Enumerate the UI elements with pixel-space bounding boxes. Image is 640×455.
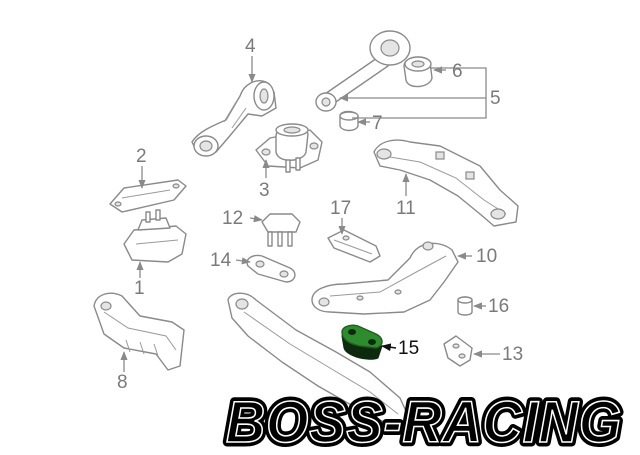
svg-text:BOSS-RACING: BOSS-RACING (226, 392, 622, 450)
part-10-crossmember (311, 241, 459, 315)
label-5: 5 (490, 88, 501, 109)
part-16-bushing (457, 296, 473, 316)
part-1-engine-mount (123, 209, 187, 263)
frame-member (227, 292, 411, 429)
label-8: 8 (117, 372, 128, 393)
svg-text:BOSS-RACING: BOSS-RACING (226, 392, 622, 450)
part-13-plate (443, 335, 473, 367)
label-7: 7 (372, 113, 383, 134)
part-7-bushing (339, 110, 359, 132)
part-labels: 4 3 2 1 6 5 7 11 12 17 14 10 16 15 13 8 (117, 36, 523, 393)
label-3: 3 (259, 180, 270, 201)
leader-lines (120, 56, 500, 372)
part-14-plate (246, 254, 296, 283)
part-17-block (327, 229, 381, 263)
label-2: 2 (136, 146, 147, 167)
svg-text:BOSS-RACING: BOSS-RACING (226, 392, 622, 450)
label-4: 4 (245, 36, 256, 57)
label-12: 12 (222, 208, 243, 229)
label-16: 16 (488, 296, 509, 317)
part-3-mount (255, 123, 323, 173)
label-1: 1 (134, 278, 145, 299)
part-8-bracket (93, 292, 185, 371)
label-11: 11 (396, 198, 416, 219)
part-5-rod (315, 30, 411, 112)
part-12-mount (261, 213, 301, 247)
label-17: 17 (330, 198, 351, 219)
label-10: 10 (476, 246, 497, 267)
part-2-bracket (109, 179, 187, 213)
label-15[interactable]: 15 (398, 338, 419, 359)
part-15-plate-highlighted[interactable] (341, 324, 383, 360)
part-11-crossmember (373, 139, 519, 227)
part-4-torque-rod (191, 80, 277, 157)
boss-racing-watermark-logo: BOSS-RACING BOSS-RACING BOSS-RACING (222, 392, 626, 450)
label-14: 14 (210, 250, 232, 271)
part-6-bushing (403, 56, 433, 88)
label-13: 13 (502, 344, 523, 365)
label-6: 6 (452, 61, 463, 82)
